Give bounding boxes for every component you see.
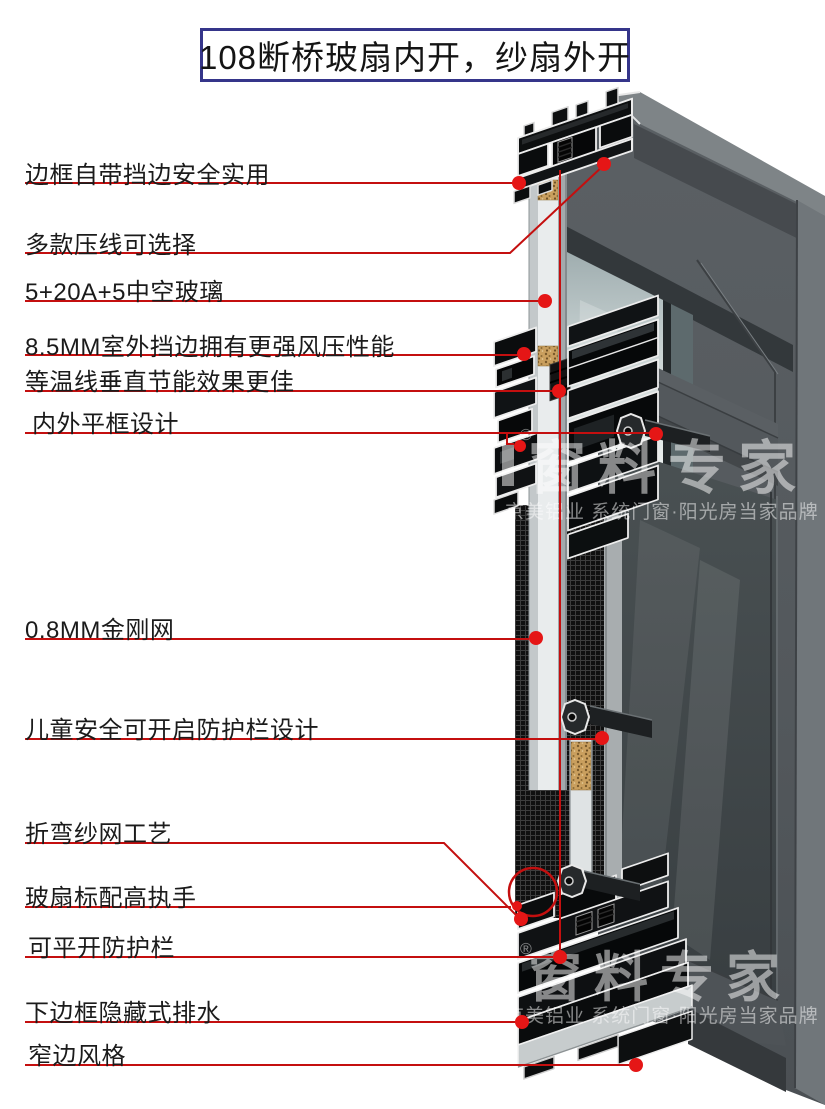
watermark-logo-icon: [436, 946, 514, 1000]
mesh-highlight-circle: [507, 866, 559, 918]
title-box: 108断桥玻扇内开，纱扇外开: [198, 28, 632, 82]
label-steel-mesh: 0.8MM金刚网: [25, 617, 175, 644]
label-insulated-glass: 5+20A+5中空玻璃: [25, 279, 224, 306]
protection-bar-middle: [559, 698, 653, 738]
watermark-tagline: 京美铝业 系统门窗·阳光房当家品牌: [505, 501, 819, 523]
label-narrow-style: 窄边风格: [28, 1043, 126, 1070]
callout-dots: [512, 157, 663, 1072]
watermark-brand: 窗料专家: [528, 436, 808, 501]
label-isotherm: 等温线垂直节能效果更佳: [25, 369, 295, 396]
label-outdoor-guard: 8.5MM室外挡边拥有更强风压性能: [25, 334, 395, 361]
watermark-brand: 窗料专家: [528, 948, 792, 1008]
label-openable-bar: 可平开防护栏: [28, 935, 175, 962]
watermark-registered: ®: [520, 941, 532, 958]
top-profile-section: [513, 86, 633, 205]
label-bent-mesh: 折弯纱网工艺: [25, 821, 172, 848]
watermark-upper: ® 窗料专家 京美铝业 系统门窗·阳光房当家品牌: [436, 427, 819, 523]
protection-bar-top: [615, 412, 711, 452]
watermark-tagline: 京美铝业 系统门窗·阳光房当家品牌: [505, 1005, 819, 1027]
spacer-sieve-mid: [537, 345, 559, 367]
protection-bar-bottom: [556, 863, 641, 901]
label-high-handle: 玻扇标配高执手: [25, 885, 197, 912]
page-title: 108断桥玻扇内开，纱扇外开: [198, 39, 632, 76]
label-bead-options: 多款压线可选择: [25, 232, 197, 259]
watermark-registered: ®: [520, 427, 532, 444]
watermark-lower: ® 窗料专家 京美铝业 系统门窗·阳光房当家品牌: [436, 941, 819, 1027]
label-flush-frame: 内外平框设计: [32, 411, 179, 438]
label-frame-guard: 边框自带挡边安全实用: [25, 162, 270, 189]
callout-lines: [25, 164, 650, 1066]
label-child-safety-bar: 儿童安全可开启防护栏设计: [25, 717, 319, 744]
protection-bars: [556, 412, 711, 901]
label-hidden-drainage: 下边框隐藏式排水: [25, 1000, 221, 1027]
watermark-logo-icon: [436, 432, 514, 486]
